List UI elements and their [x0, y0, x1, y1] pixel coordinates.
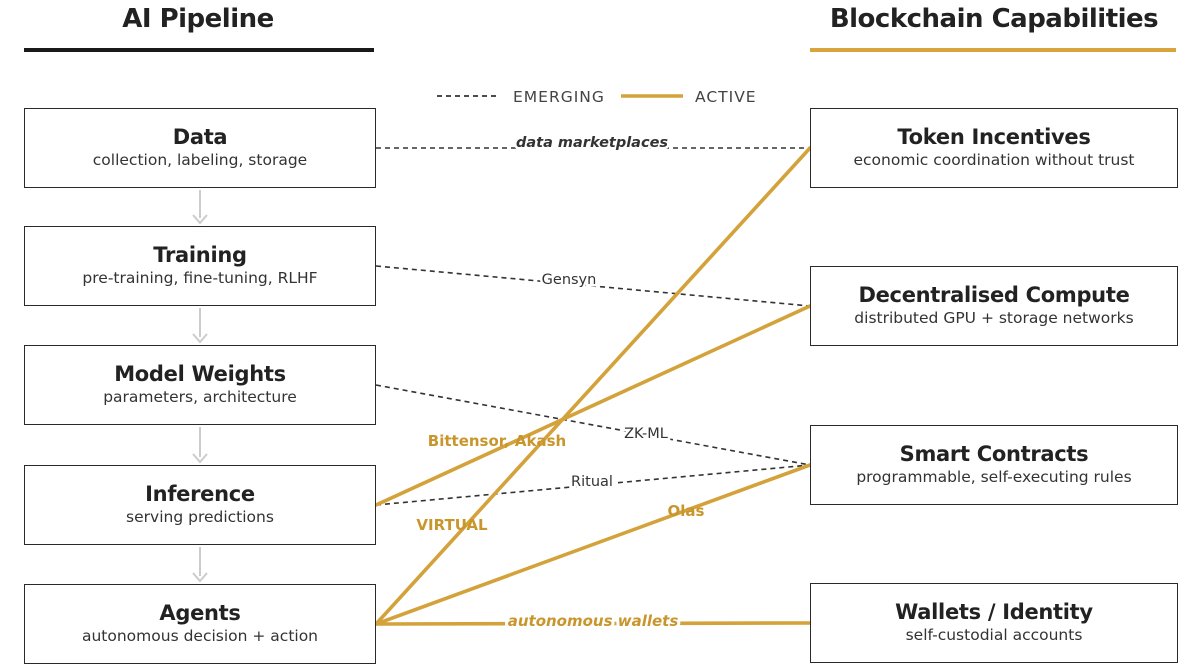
connection-label: Bittensor, Akash: [428, 432, 566, 450]
capability-box-wallets-identity: Wallets / Identity self-custodial accoun…: [810, 583, 1178, 663]
pipeline-box-subtitle: serving predictions: [126, 508, 274, 526]
capabilities-title-underline: [810, 48, 1176, 52]
legend: EMERGING ACTIVE: [437, 88, 757, 106]
connection-label: data marketplaces: [516, 135, 668, 151]
capability-box-token-incentives: Token Incentives economic coordination w…: [810, 108, 1178, 188]
pipeline-box-title: Model Weights: [114, 362, 286, 386]
legend-emerging-label: EMERGING: [513, 88, 605, 106]
capabilities-column-title: Blockchain Capabilities: [829, 4, 1159, 34]
connection-label: VIRTUAL: [416, 516, 488, 534]
pipeline-box-subtitle: parameters, architecture: [103, 388, 297, 406]
pipeline-box-data: Data collection, labeling, storage: [24, 108, 376, 188]
connection-label: Olas: [668, 502, 705, 520]
active-connection-line: [374, 463, 812, 626]
pipeline-box-subtitle: collection, labeling, storage: [92, 151, 308, 169]
chevron-down-icon: [192, 214, 208, 225]
connection-label: ZK-ML: [624, 426, 668, 442]
legend-active-label: ACTIVE: [695, 88, 757, 106]
capability-box-smart-contracts: Smart Contracts programmable, self-execu…: [810, 425, 1178, 505]
pipeline-box-title: Training: [153, 243, 247, 267]
pipeline-box-training: Training pre-training, fine-tuning, RLHF: [24, 226, 376, 306]
emerging-connection-line: [375, 464, 811, 506]
capability-box-subtitle: programmable, self-executing rules: [856, 468, 1132, 486]
pipeline-column-title: AI Pipeline: [122, 4, 274, 34]
capability-box-subtitle: self-custodial accounts: [905, 626, 1083, 644]
pipeline-box-agents: Agents autonomous decision + action: [24, 584, 376, 664]
capability-box-title: Wallets / Identity: [895, 600, 1093, 624]
capability-box-title: Token Incentives: [897, 125, 1091, 149]
pipeline-box-title: Inference: [145, 482, 255, 506]
capability-box-title: Smart Contracts: [899, 442, 1089, 466]
pipeline-box-inference: Inference serving predictions: [24, 465, 376, 545]
capability-box-subtitle: economic coordination without trust: [853, 151, 1135, 169]
active-connection-line: [374, 146, 812, 626]
pipeline-box-title: Data: [172, 125, 228, 149]
active-connection-line: [374, 304, 812, 507]
capability-box-subtitle: distributed GPU + storage networks: [854, 309, 1134, 327]
pipeline-box-subtitle: pre-training, fine-tuning, RLHF: [82, 269, 318, 287]
pipeline-title-underline: [24, 48, 374, 52]
pipeline-box-title: Agents: [159, 601, 241, 625]
capability-box-title: Decentralised Compute: [858, 283, 1130, 307]
capability-box-decentralised-compute: Decentralised Compute distributed GPU + …: [810, 266, 1178, 346]
connection-label: Ritual: [571, 474, 613, 490]
pipeline-box-subtitle: autonomous decision + action: [81, 627, 319, 645]
emerging-connection-line: [375, 265, 811, 307]
chevron-down-icon: [192, 572, 208, 583]
active-connection-line: [374, 621, 812, 626]
chevron-down-icon: [192, 333, 208, 344]
chevron-down-icon: [192, 453, 208, 464]
emerging-connection-line: [375, 384, 811, 466]
connection-label: autonomous wallets: [508, 612, 679, 630]
pipeline-box-model-weights: Model Weights parameters, architecture: [24, 345, 376, 425]
connection-label: Gensyn: [542, 272, 597, 288]
